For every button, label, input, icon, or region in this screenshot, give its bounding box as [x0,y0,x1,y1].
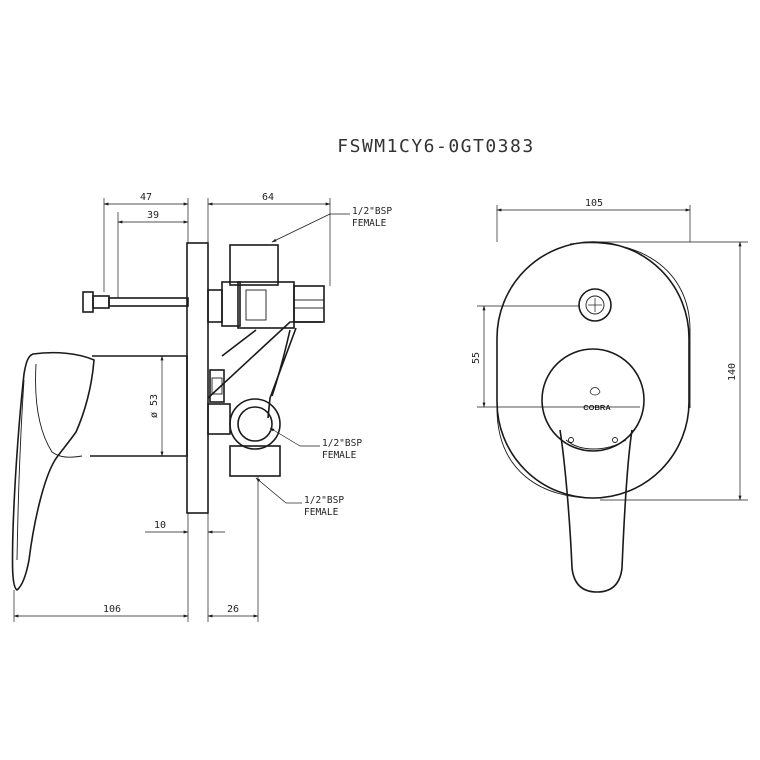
dim-label-55: 55 [471,352,482,364]
side-outlet [229,398,281,477]
callout-bottom: 1/2"BSP FEMALE [255,477,344,518]
dim-label-26: 26 [227,604,239,615]
callout-mid: 1/2"BSP FEMALE [269,427,362,461]
diverter-button [578,288,612,322]
wall-plate [186,242,209,514]
dim-label-39: 39 [147,210,159,221]
svg-text:FEMALE: FEMALE [352,218,387,229]
front-view: COBRA 105 55 140 [471,198,748,593]
dim-label-105: 105 [585,198,603,209]
model-code-title: FSWM1CY6-0GT0383 [337,136,534,157]
svg-text:1/2"BSP: 1/2"BSP [322,438,362,449]
brand-mark: COBRA [583,403,611,412]
front-plate [496,241,690,499]
side-view: 47 39 64 ø 53 10 106 26 1/2"BSP FEMALE 1… [11,192,392,622]
dim-label-10: 10 [154,520,166,531]
svg-text:FEMALE: FEMALE [304,507,339,518]
dim-label-47: 47 [140,192,152,203]
valve-body [207,244,325,435]
svg-text:FEMALE: FEMALE [322,450,357,461]
svg-text:1/2"BSP: 1/2"BSP [304,495,344,506]
dim-label-d53: ø 53 [149,394,160,418]
diverter-spindle [82,291,189,313]
dim-label-106: 106 [103,604,121,615]
svg-text:1/2"BSP: 1/2"BSP [352,206,392,217]
lever-handle-side [11,351,95,591]
lever-front: COBRA [541,348,645,593]
cobra-logo-icon [589,387,601,396]
callout-top: 1/2"BSP FEMALE [271,206,392,243]
escutcheon-body [90,355,188,457]
dim-label-140: 140 [727,363,738,381]
dim-label-64: 64 [262,192,274,203]
